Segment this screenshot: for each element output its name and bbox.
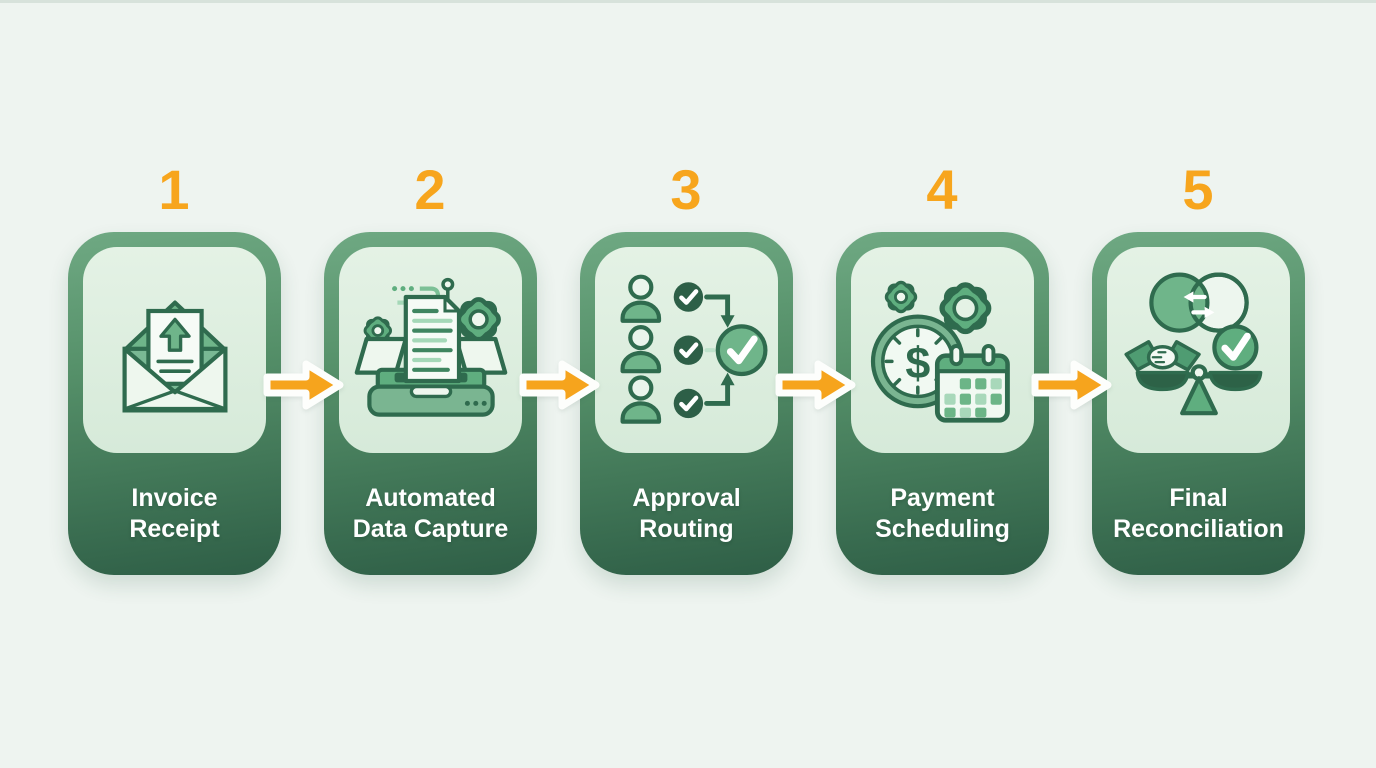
step-number: 4 <box>926 158 959 221</box>
step-label: Final Reconciliation <box>1113 483 1284 543</box>
icon-panel <box>339 247 522 453</box>
step-final-reconciliation: 5 <box>1092 160 1305 575</box>
icon-panel <box>1107 247 1290 453</box>
right-arrow-icon <box>263 360 344 410</box>
steps-row: 1 Invoice Receipt 2 <box>68 160 1305 575</box>
invoice-envelope-icon <box>122 300 227 413</box>
approval-routing-icon <box>603 269 767 437</box>
step-number: 5 <box>1182 158 1215 221</box>
balance-handshake-check-icon <box>1123 272 1262 416</box>
dollar-sign: $ <box>905 338 930 388</box>
step-number: 1 <box>158 158 191 221</box>
step-approval-routing: 3 <box>580 160 793 575</box>
top-edge-line <box>0 0 1376 3</box>
right-arrow-icon <box>775 360 856 410</box>
step-card: Approval Routing <box>580 232 793 575</box>
step-card: Final Reconciliation <box>1092 232 1305 575</box>
step-label: Automated Data Capture <box>352 483 509 543</box>
right-arrow-icon <box>1031 360 1112 410</box>
step-card: Automated Data Capture <box>324 232 537 575</box>
document-scanner-icon <box>354 277 507 417</box>
step-label: Approval Routing <box>632 483 741 543</box>
icon-panel <box>595 247 778 453</box>
step-card: Invoice Receipt <box>68 232 281 575</box>
icon-panel <box>83 247 266 453</box>
step-number: 3 <box>670 158 703 221</box>
step-automated-data-capture: 2 <box>324 160 537 575</box>
step-payment-scheduling: 4 $ <box>836 160 1049 575</box>
icon-panel: $ <box>851 247 1034 453</box>
step-label: Invoice Receipt <box>129 483 220 543</box>
right-arrow-icon <box>519 360 600 410</box>
step-invoice-receipt: 1 Invoice Receipt <box>68 160 281 575</box>
step-card: $ <box>836 232 1049 575</box>
step-label: Payment Scheduling <box>875 483 1010 543</box>
step-number: 2 <box>414 158 447 221</box>
clock-dollar-calendar-icon: $ <box>870 278 1010 423</box>
